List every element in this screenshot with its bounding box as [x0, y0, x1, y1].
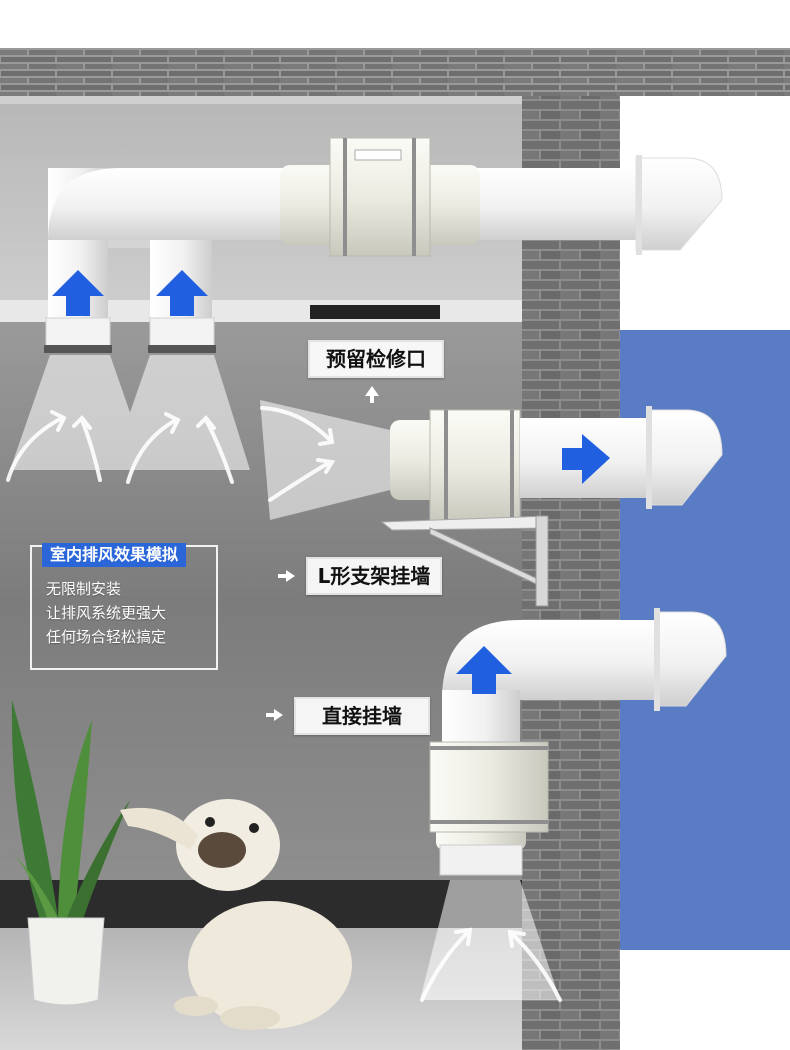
flow-up-arrow — [156, 270, 208, 316]
pointer-arrow-icon — [274, 709, 283, 721]
pointer-arrow-icon — [286, 570, 295, 582]
mid-duct-system — [380, 406, 723, 607]
plant — [10, 700, 130, 1006]
pointer-arrow-icon — [266, 713, 274, 717]
flow-right-arrow — [562, 434, 610, 484]
direct-wall-label: 直接挂墙 — [294, 697, 430, 735]
top-brick-wall — [0, 48, 790, 98]
info-line: 无限制安装 — [46, 580, 122, 598]
info-box: 室内排风效果模拟 无限制安装 让排风系统更强大 任何场合轻松搞定 — [30, 543, 218, 670]
inspection-port-label: 预留检修口 — [308, 340, 444, 378]
flow-up-arrow — [456, 646, 512, 694]
info-line: 让排风系统更强大 — [46, 604, 167, 622]
dog — [120, 799, 352, 1030]
pointer-arrow-icon — [278, 574, 286, 578]
flow-up-arrow — [52, 270, 104, 316]
l-bracket-label: L形支架挂墙 — [306, 557, 442, 595]
airflow-arrows — [6, 406, 562, 1002]
flow-up-arrows — [52, 270, 512, 694]
info-box-title: 室内排风效果模拟 — [42, 543, 187, 567]
info-line: 任何场合轻松搞定 — [46, 628, 167, 646]
inspection-port-pointer-stem — [370, 395, 374, 403]
inspection-port-pointer-icon — [365, 386, 379, 396]
lower-duct-system — [429, 608, 727, 876]
